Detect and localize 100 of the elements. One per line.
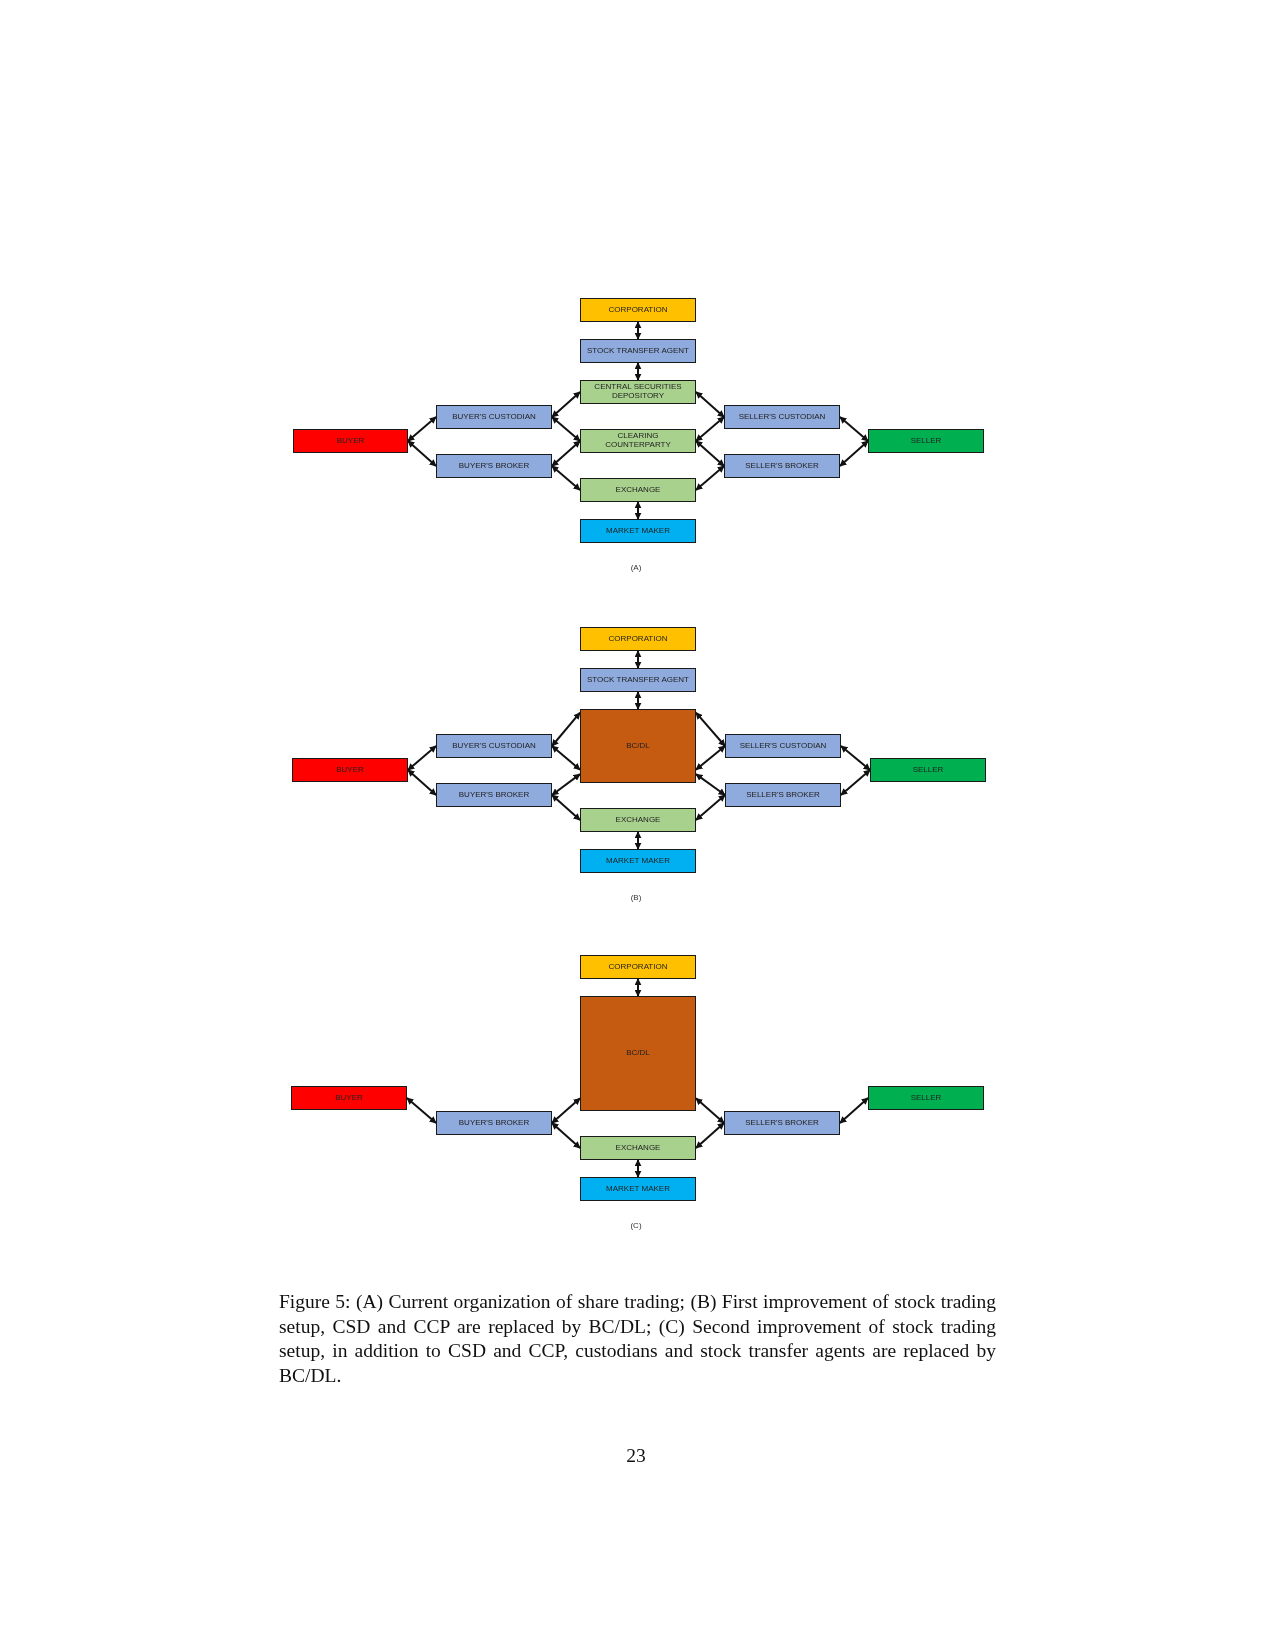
arrow [634,321,642,340]
process-box [868,429,984,453]
box-label: BC/DL [625,1049,651,1058]
arrow [407,440,437,467]
arrow [695,711,726,747]
box-label: STOCK TRANSFER AGENT [586,675,690,685]
arrow [840,745,871,771]
arrow [406,1097,437,1124]
box-label: BUYER'S CUSTODIAN [451,741,537,751]
arrow [695,416,725,442]
arrow [840,769,871,796]
arrow [407,416,437,442]
arrow [839,1097,869,1124]
figure-caption: Figure 5: (A) Current organization of share trading; (B) First improvement of stock trading setup, CSD and CCP are replaced by BC/DL; (C) Second improvement of stock trading setup, in addition to CSD and CCP, custodians and stock transfer agents are replaced by BC/DL. [279,1290,996,1388]
box-label: SELLER [909,1093,943,1103]
process-box [724,454,840,478]
process-box [436,454,552,478]
box-label: BUYER'S CUSTODIAN [451,412,537,422]
box-label: SELLER'S CUSTODIAN [737,412,827,422]
arrow [695,391,725,418]
arrow [695,440,725,467]
box-label: BUYER [335,765,365,775]
panel-label: (C) [629,1221,643,1230]
process-box [724,405,840,429]
arrow [551,794,581,821]
process-box [580,478,696,502]
panel-label: (A) [629,563,643,572]
box-label: BUYER'S BROKER [457,461,531,471]
arrow [695,794,726,821]
box-label: MARKET MAKER [605,856,671,866]
process-box [580,668,696,692]
box-label: BUYER [335,436,366,446]
arrow [839,416,869,442]
panel-label: (B) [629,893,643,902]
process-box [580,298,696,322]
process-box [870,758,986,782]
arrow [695,745,726,771]
box-label: EXCHANGE [614,485,662,495]
process-box [580,1136,696,1160]
box-label: BUYER'S BROKER [457,1118,531,1128]
process-box [293,429,408,453]
arrow [634,362,642,381]
process-box [436,1111,552,1135]
arrow [551,745,581,771]
box-label: STOCK TRANSFER AGENT [586,346,690,356]
arrow [407,769,437,796]
process-box [725,783,841,807]
process-box [436,734,552,758]
process-box [580,849,696,873]
process-box [580,709,696,783]
arrow [551,1097,581,1124]
box-label: SELLER'S BROKER [744,1118,820,1128]
box-label: SELLER'S BROKER [745,790,821,800]
process-box [580,380,696,404]
arrow [551,773,581,796]
process-box [436,405,552,429]
process-box [436,783,552,807]
box-label: MARKET MAKER [605,526,671,536]
box-label: CENTRAL SECURITIES DEPOSITORY [593,383,683,401]
arrow [551,391,581,418]
process-box [724,1111,840,1135]
arrow [551,465,581,491]
box-label: MARKET MAKER [605,1184,671,1194]
process-box [868,1086,984,1110]
arrow [695,465,725,491]
process-box [580,519,696,543]
arrow [551,440,581,467]
arrow [634,501,642,520]
box-label: SELLER [909,436,943,446]
process-box [580,1177,696,1201]
arrow [695,1097,725,1124]
box-label: BUYER [334,1093,364,1103]
box-label: SELLER [911,765,945,775]
arrow [695,773,726,796]
arrow [839,440,869,467]
box-label: CORPORATION [607,634,669,644]
page-number: 23 [625,1445,647,1467]
box-label: BC/DL [625,741,651,751]
arrow [634,1159,642,1178]
process-box [580,996,696,1111]
box-label: SELLER'S CUSTODIAN [738,741,828,751]
box-label: CORPORATION [607,962,669,972]
process-box [580,955,696,979]
process-box [291,1086,407,1110]
arrow [634,978,642,997]
process-box [580,429,696,453]
process-box [580,808,696,832]
arrow [695,1122,725,1149]
box-label: CLEARING COUNTERPARTY [604,432,672,450]
box-label: BUYER'S BROKER [457,790,531,800]
arrow [551,1122,581,1149]
arrow [634,691,642,710]
arrow [551,416,581,442]
arrow [551,711,581,747]
box-label: EXCHANGE [614,815,662,825]
process-box [292,758,408,782]
box-label: SELLER'S BROKER [744,461,820,471]
arrow [407,745,437,771]
process-box [725,734,841,758]
box-label: EXCHANGE [614,1143,662,1153]
